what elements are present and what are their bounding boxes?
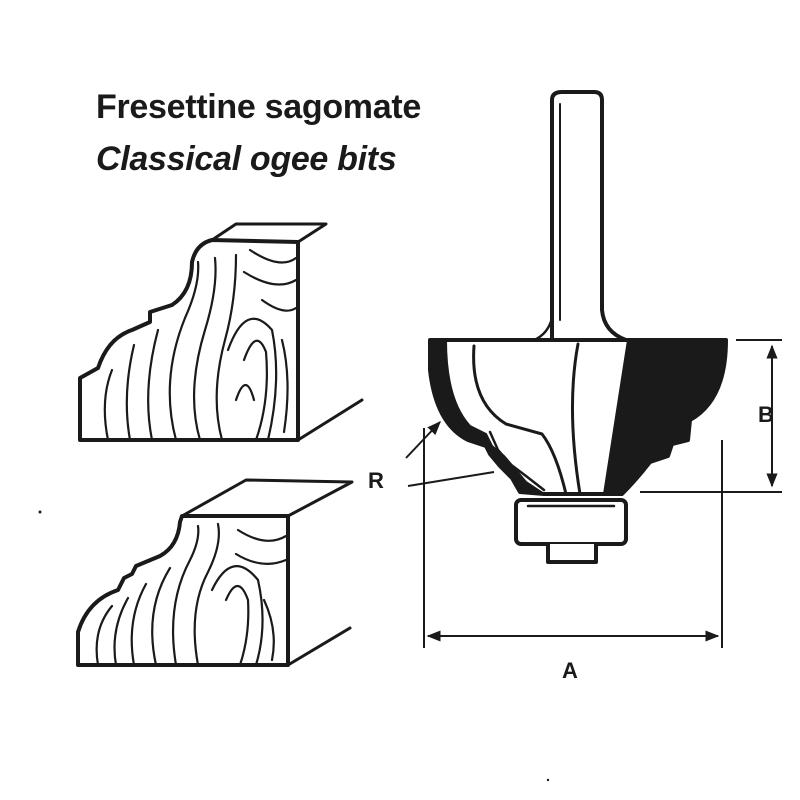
bit-shadow-face bbox=[603, 339, 727, 495]
label-r: R bbox=[368, 468, 384, 493]
title-english: Classical ogee bits bbox=[96, 140, 397, 178]
wood-profile-upper bbox=[78, 222, 364, 442]
radius-indicator bbox=[405, 420, 495, 487]
bit-shank bbox=[550, 90, 628, 342]
label-a: A bbox=[562, 658, 578, 683]
router-bit bbox=[428, 90, 728, 564]
wood-profile-lower bbox=[76, 478, 354, 667]
bit-screw bbox=[546, 542, 598, 564]
dimension-b bbox=[640, 339, 782, 493]
title-italian: Fresettine sagomate bbox=[96, 88, 421, 126]
label-b: B bbox=[758, 402, 774, 427]
dimension-a bbox=[423, 428, 723, 648]
